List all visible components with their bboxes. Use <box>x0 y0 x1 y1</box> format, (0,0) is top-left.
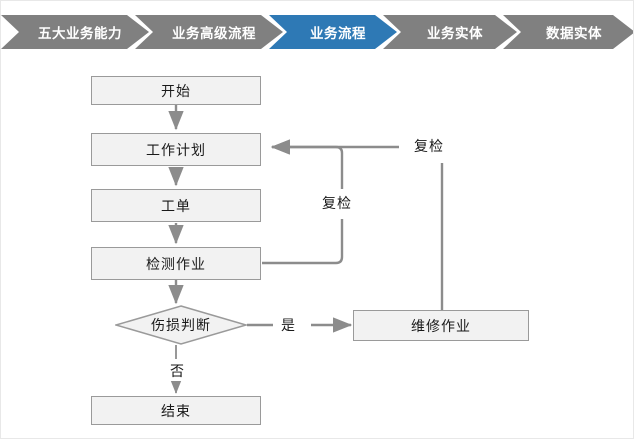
node-damage-decision[interactable]: 伤损判断 <box>115 305 247 345</box>
breadcrumb-step-5[interactable]: 数据实体 <box>503 15 634 49</box>
breadcrumb-step-3-label: 业务流程 <box>310 26 366 41</box>
node-end[interactable]: 结束 <box>91 396 261 425</box>
node-work-plan[interactable]: 工作计划 <box>91 133 261 166</box>
breadcrumb-step-2[interactable]: 业务高级流程 <box>135 15 283 49</box>
node-work-order[interactable]: 工单 <box>91 189 261 222</box>
node-inspection-task[interactable]: 检测作业 <box>91 247 261 280</box>
node-damage-decision-label: 伤损判断 <box>151 317 211 333</box>
diamond-shape <box>115 305 247 345</box>
breadcrumb-step-4[interactable]: 业务实体 <box>383 15 517 49</box>
breadcrumb-step-5-label: 数据实体 <box>546 26 602 41</box>
breadcrumb-step-2-label: 业务高级流程 <box>172 26 256 41</box>
edge-label-yes: 是 <box>278 315 299 335</box>
node-repair-task[interactable]: 维修作业 <box>353 310 529 341</box>
breadcrumb-step-4-label: 业务实体 <box>427 26 483 41</box>
breadcrumb-step-1-label: 五大业务能力 <box>38 26 122 41</box>
edge-label-reinspect-inner: 复检 <box>319 193 355 213</box>
edge-label-reinspect-outer: 复检 <box>411 136 447 156</box>
edge-label-no: 否 <box>167 361 188 381</box>
breadcrumb-step-3[interactable]: 业务流程 <box>269 15 397 49</box>
breadcrumb: 五大业务能力 业务高级流程 业务流程 业务实体 数据实体 <box>1 15 634 49</box>
node-start[interactable]: 开始 <box>91 76 261 105</box>
breadcrumb-step-1[interactable]: 五大业务能力 <box>1 15 149 49</box>
